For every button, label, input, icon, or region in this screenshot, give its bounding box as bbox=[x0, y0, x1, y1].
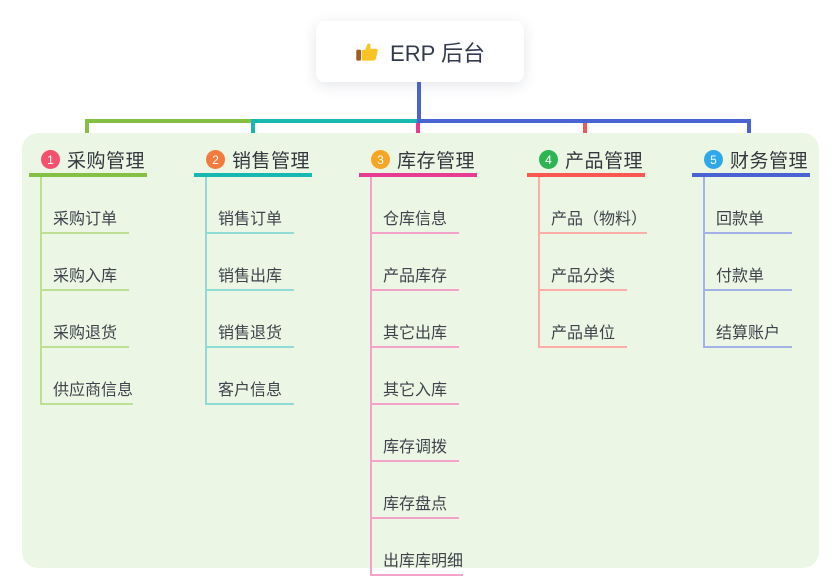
branch-items-inventory: 仓库信息 产品库存 其它出库 其它入库 库存调拨 库存盘点 出库库明细 bbox=[370, 177, 464, 576]
node-item[interactable]: 产品（物料） bbox=[540, 177, 648, 234]
branch-number-badge: 3 bbox=[371, 150, 390, 169]
node-item[interactable]: 供应商信息 bbox=[42, 348, 134, 405]
branch-number-badge: 2 bbox=[206, 150, 225, 169]
node-item[interactable]: 产品分类 bbox=[540, 234, 627, 291]
branch-items-sales: 销售订单 销售出库 销售退货 客户信息 bbox=[205, 177, 294, 405]
node-item[interactable]: 仓库信息 bbox=[372, 177, 459, 234]
node-item[interactable]: 客户信息 bbox=[207, 348, 294, 405]
node-item[interactable]: 销售退货 bbox=[207, 291, 294, 348]
connector-drop-finance bbox=[747, 119, 751, 146]
node-item[interactable]: 采购退货 bbox=[42, 291, 129, 348]
branch-items-purchase: 采购订单 采购入库 采购退货 供应商信息 bbox=[40, 177, 134, 405]
branch-title: 销售管理 bbox=[232, 151, 311, 172]
connector-bus-blue bbox=[417, 119, 751, 123]
branch-header-finance[interactable]: 5 财务管理 bbox=[692, 146, 810, 177]
connector-drop-sales bbox=[251, 119, 255, 146]
node-item[interactable]: 销售订单 bbox=[207, 177, 294, 234]
branch-header-product[interactable]: 4 产品管理 bbox=[527, 146, 645, 177]
node-item[interactable]: 采购订单 bbox=[42, 177, 129, 234]
node-item[interactable]: 其它入库 bbox=[372, 348, 459, 405]
branch-title: 库存管理 bbox=[397, 151, 476, 172]
branch-header-purchase[interactable]: 1 采购管理 bbox=[29, 146, 147, 177]
branch-number-badge: 4 bbox=[539, 150, 558, 169]
node-item[interactable]: 付款单 bbox=[705, 234, 792, 291]
connector-bus-teal bbox=[253, 119, 417, 123]
connector-bus-green bbox=[85, 119, 253, 123]
node-item[interactable]: 结算账户 bbox=[705, 291, 792, 348]
connector-drop-purchase bbox=[85, 119, 89, 146]
node-item[interactable]: 库存调拨 bbox=[372, 405, 459, 462]
thumbs-up-icon bbox=[355, 39, 380, 64]
branch-items-product: 产品（物料） 产品分类 产品单位 bbox=[538, 177, 648, 348]
root-title: ERP 后台 bbox=[390, 40, 485, 66]
branch-number-badge: 1 bbox=[41, 150, 60, 169]
node-item[interactable]: 采购入库 bbox=[42, 234, 129, 291]
branch-title: 财务管理 bbox=[730, 151, 809, 172]
root-node[interactable]: ERP 后台 bbox=[316, 21, 524, 82]
branch-title: 产品管理 bbox=[565, 151, 644, 172]
connector-root-stem bbox=[417, 82, 421, 119]
branches-panel bbox=[22, 133, 819, 568]
branch-header-sales[interactable]: 2 销售管理 bbox=[194, 146, 312, 177]
branch-title: 采购管理 bbox=[67, 151, 146, 172]
node-item[interactable]: 回款单 bbox=[705, 177, 792, 234]
node-item[interactable]: 产品库存 bbox=[372, 234, 459, 291]
node-item[interactable]: 其它出库 bbox=[372, 291, 459, 348]
node-item[interactable]: 销售出库 bbox=[207, 234, 294, 291]
node-item[interactable]: 出库库明细 bbox=[372, 519, 464, 576]
branch-header-inventory[interactable]: 3 库存管理 bbox=[359, 146, 477, 177]
branch-items-finance: 回款单 付款单 结算账户 bbox=[703, 177, 792, 348]
node-item[interactable]: 产品单位 bbox=[540, 291, 627, 348]
node-item[interactable]: 库存盘点 bbox=[372, 462, 459, 519]
branch-number-badge: 5 bbox=[704, 150, 723, 169]
